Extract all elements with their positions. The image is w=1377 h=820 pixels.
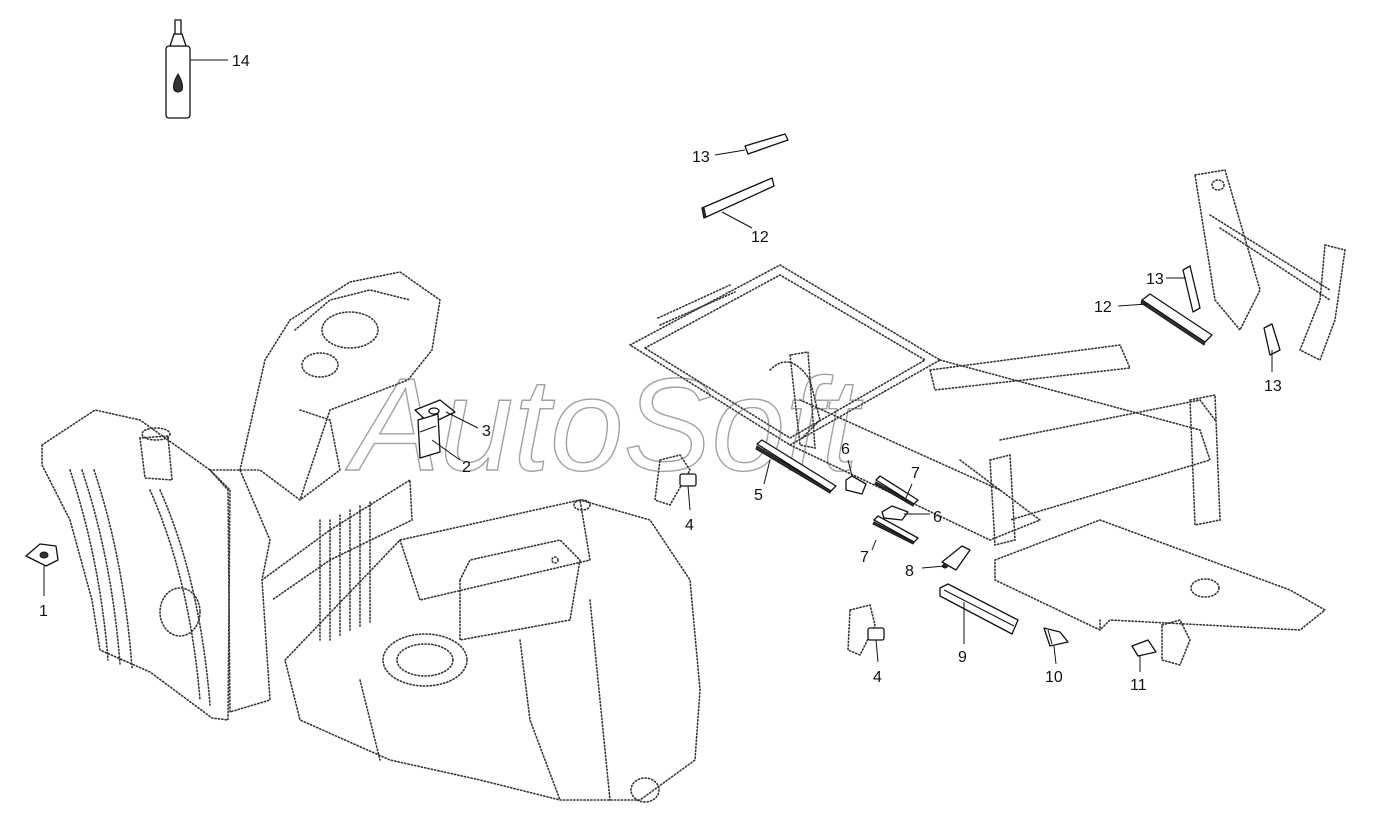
callout-4: 4 xyxy=(685,517,694,534)
part-12-right-strip xyxy=(1140,293,1213,346)
callout-5: 5 xyxy=(754,487,763,504)
part-10-pad xyxy=(1043,627,1069,647)
part-5-long-seal xyxy=(755,439,837,494)
part-13-top-strip xyxy=(744,133,789,155)
callout-13: 13 xyxy=(1146,271,1164,288)
callout-13: 13 xyxy=(1264,378,1282,395)
part-4-pad-upper xyxy=(679,473,697,487)
part-13-far-right-strip xyxy=(1263,323,1281,356)
callout-2: 2 xyxy=(462,459,471,476)
part-11-pad xyxy=(1131,639,1157,657)
callout-12: 12 xyxy=(1094,299,1112,316)
callout-10: 10 xyxy=(1045,669,1063,686)
leader-lines xyxy=(43,59,1273,672)
callout-9: 9 xyxy=(958,649,967,666)
callout-11: 11 xyxy=(1130,677,1147,694)
part-8-plate xyxy=(941,545,971,571)
callout-3: 3 xyxy=(482,423,491,440)
callout-6: 6 xyxy=(841,441,850,458)
part-6-block-upper xyxy=(845,475,867,495)
part-12-top-strip xyxy=(701,177,775,219)
callout-4: 4 xyxy=(873,669,882,686)
callout-13: 13 xyxy=(692,149,710,166)
cab-body-assembly xyxy=(41,271,701,803)
part-7-strip-upper xyxy=(874,475,919,507)
cab-frame-assembly xyxy=(628,169,1346,666)
callout-labels: 14 13 12 13 12 13 3 2 1 4 5 6 7 6 7 8 9 … xyxy=(39,53,1282,694)
callout-12: 12 xyxy=(751,229,769,246)
callout-7: 7 xyxy=(860,549,869,566)
part-9-channel xyxy=(939,583,1019,635)
callout-7: 7 xyxy=(911,465,920,482)
part-13-right-strip xyxy=(1182,265,1201,313)
part-1-pad xyxy=(25,543,59,567)
callout-6: 6 xyxy=(933,509,942,526)
callout-1: 1 xyxy=(39,603,48,620)
part-4-pad-lower xyxy=(867,627,885,641)
part-14-sealant-tube xyxy=(165,19,191,119)
part-7-strip-lower xyxy=(872,515,919,545)
callout-14: 14 xyxy=(232,53,250,70)
callout-8: 8 xyxy=(905,563,914,580)
part-2-bracket xyxy=(417,413,441,459)
part-6-block-lower xyxy=(881,505,909,521)
